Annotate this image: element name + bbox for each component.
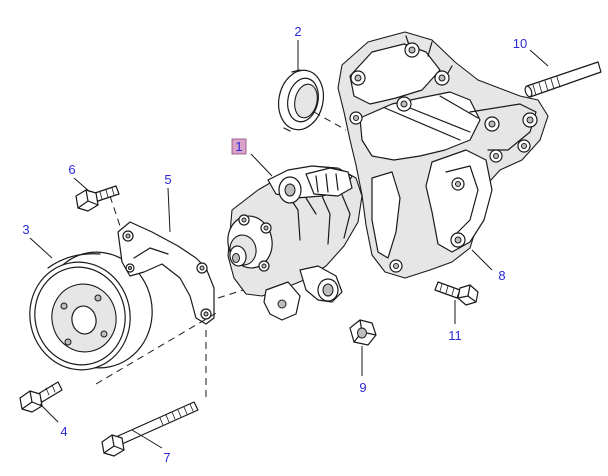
leader-3 — [29, 237, 53, 259]
part-1-pump[interactable] — [224, 165, 363, 321]
leader-7 — [131, 429, 163, 449]
callout-9[interactable]: 9 — [359, 380, 366, 395]
axis-line-screw — [109, 195, 121, 227]
leader-10 — [529, 49, 549, 67]
callout-4[interactable]: 4 — [60, 424, 67, 439]
part-3-pulley[interactable] — [20, 242, 163, 379]
part-7-long-bolt[interactable] — [101, 401, 199, 457]
part-10-stud[interactable] — [524, 61, 602, 98]
callout-11[interactable]: 11 — [448, 328, 462, 343]
part-8-mounting-bracket[interactable] — [337, 31, 549, 279]
part-4-bolt[interactable] — [19, 381, 63, 413]
callout-7[interactable]: 7 — [163, 450, 170, 465]
part-2-seal[interactable] — [273, 66, 329, 134]
callout-5[interactable]: 5 — [164, 172, 171, 187]
axis-line-seal — [313, 111, 347, 131]
part-5-plate[interactable] — [117, 221, 215, 325]
leader-6 — [73, 177, 91, 193]
part-11-bolt[interactable] — [434, 281, 479, 306]
leader-4 — [39, 403, 59, 423]
callout-8[interactable]: 8 — [498, 268, 505, 283]
leader-5 — [167, 187, 171, 233]
leader-8 — [471, 249, 493, 271]
callout-1-highlight — [231, 138, 247, 155]
part-9-nut[interactable] — [349, 319, 377, 346]
callout-10[interactable]: 10 — [513, 36, 527, 51]
leader-1 — [250, 153, 273, 177]
callout-3[interactable]: 3 — [22, 222, 29, 237]
callout-2[interactable]: 2 — [294, 24, 301, 39]
callout-6[interactable]: 6 — [68, 162, 75, 177]
callout-1[interactable]: 1 — [235, 139, 242, 154]
part-6-bolt[interactable] — [75, 185, 120, 212]
